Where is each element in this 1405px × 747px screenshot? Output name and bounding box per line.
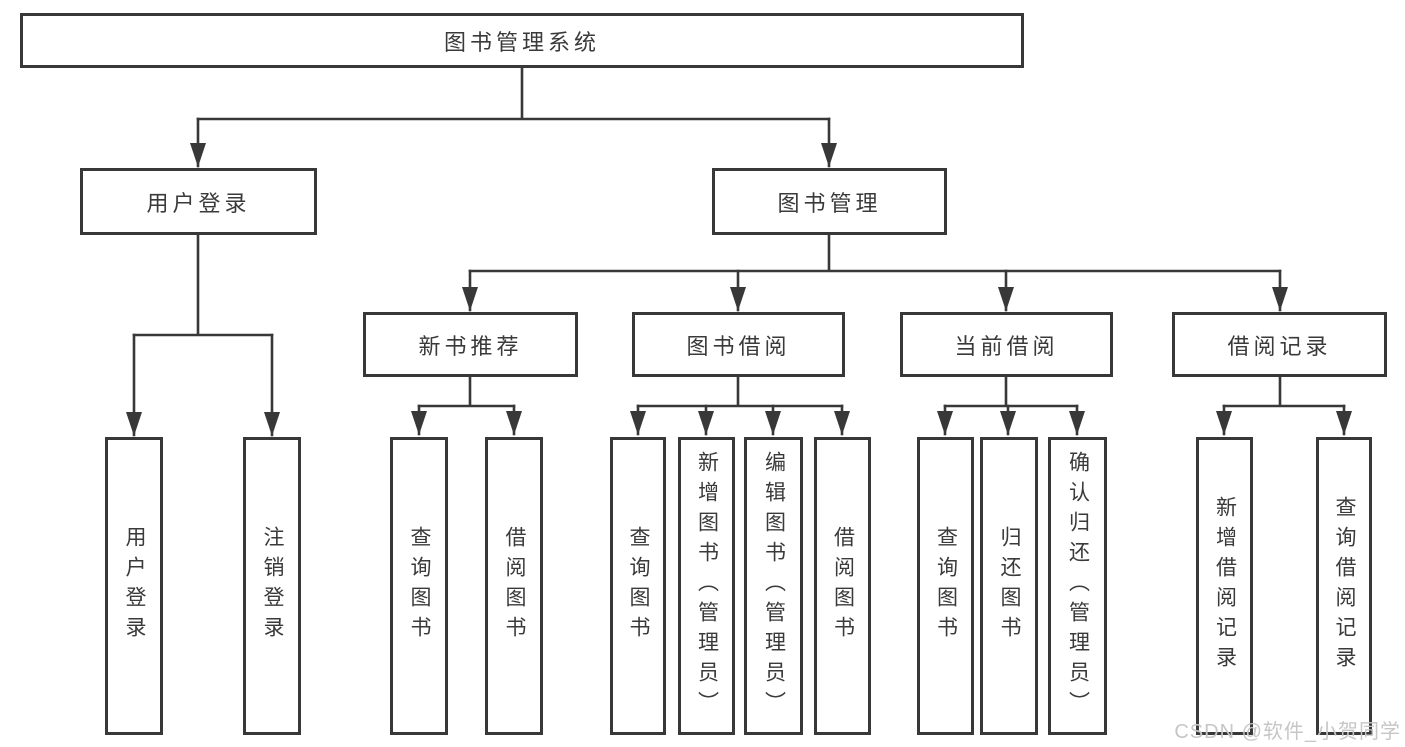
node-new-book-recommend: 新书推荐: [363, 312, 578, 377]
leaf-return-book: 归还图书: [980, 437, 1038, 735]
leaf-query-borrow-record: 查询借阅记录: [1316, 437, 1372, 735]
leaf-user-login: 用户登录: [105, 437, 163, 735]
watermark: CSDN @软件_小贺同学: [1174, 721, 1401, 743]
leaf-logout: 注销登录: [243, 437, 301, 735]
leaf-query-books-recommend: 查询图书: [390, 437, 448, 735]
leaf-add-borrow-record: 新增借阅记录: [1196, 437, 1253, 735]
node-book-management: 图书管理: [712, 168, 947, 235]
leaf-confirm-return-admin: 确认归还（管理员）: [1048, 437, 1107, 735]
leaf-edit-book-admin: 编辑图书（管理员）: [744, 437, 803, 735]
leaf-query-books-current: 查询图书: [917, 437, 974, 735]
leaf-borrow-books: 借阅图书: [814, 437, 871, 735]
leaf-query-books-borrow: 查询图书: [610, 437, 666, 735]
node-user-login: 用户登录: [80, 168, 317, 235]
node-current-borrowing: 当前借阅: [900, 312, 1113, 377]
node-root: 图书管理系统: [20, 13, 1024, 68]
leaf-borrow-books-recommend: 借阅图书: [485, 437, 543, 735]
leaf-add-book-admin: 新增图书（管理员）: [678, 437, 735, 735]
node-borrowing-records: 借阅记录: [1172, 312, 1387, 377]
node-book-borrowing: 图书借阅: [632, 312, 845, 377]
